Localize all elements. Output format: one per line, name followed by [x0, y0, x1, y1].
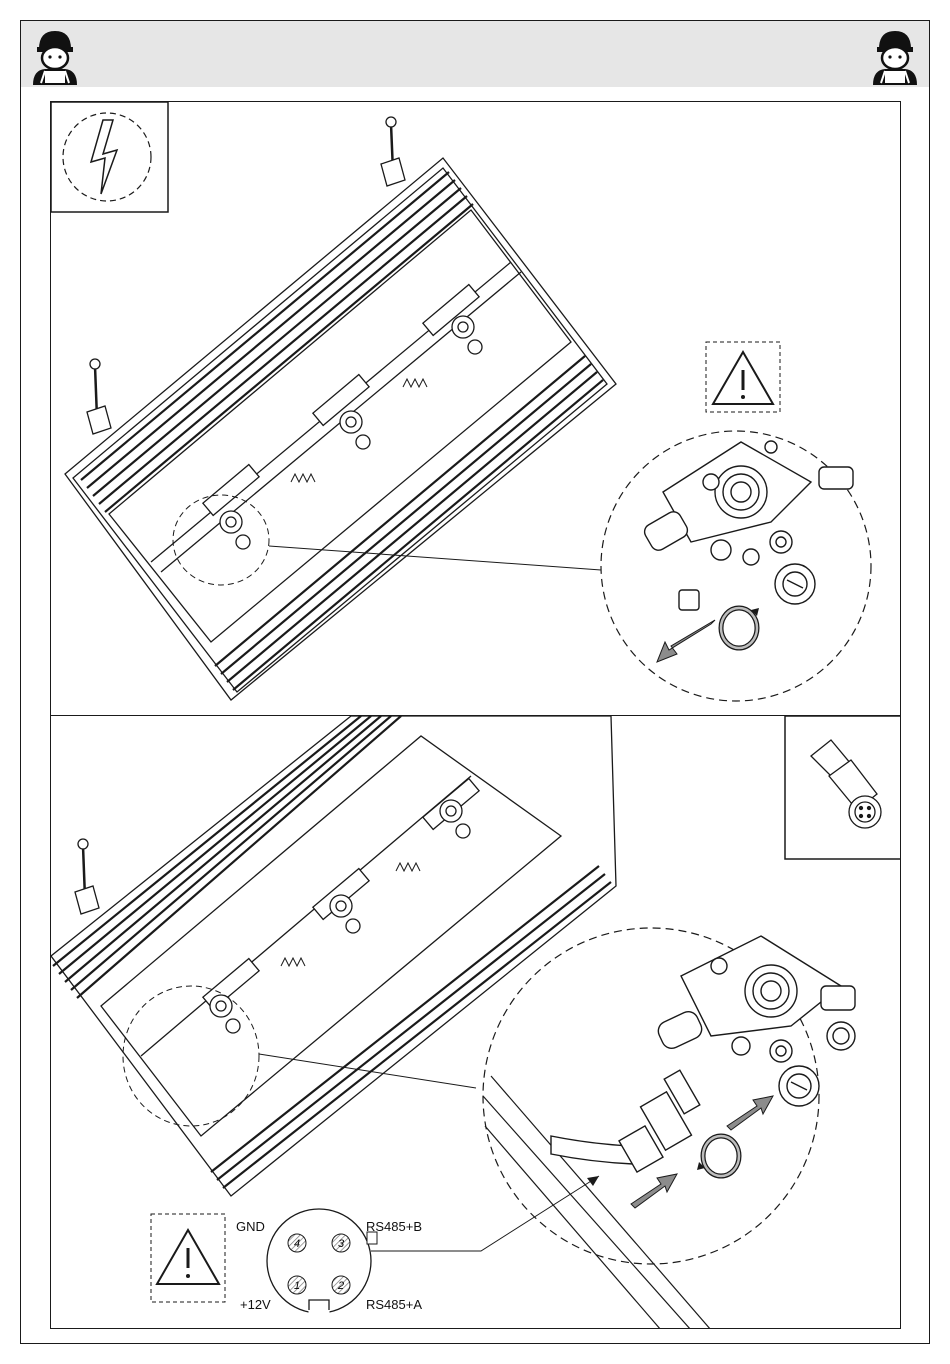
pin-label-rs485a: RS485+A [366, 1297, 422, 1312]
technician-avatar-icon [867, 25, 923, 85]
connector-pin: 1 [288, 1276, 306, 1294]
warning-triangle-icon [706, 342, 780, 412]
pin-number: 1 [294, 1280, 300, 1292]
pin-label-gnd: GND [236, 1219, 265, 1234]
lightning-hazard-icon [51, 102, 168, 212]
warning-triangle-icon [151, 1214, 225, 1302]
step-disconnect-panel [50, 101, 901, 717]
connector-pin: 4 [288, 1234, 306, 1252]
connector-pin: 3 [332, 1234, 350, 1252]
technician-avatar-icon [27, 25, 83, 85]
pin-number: 4 [294, 1238, 300, 1250]
step-connect-panel [50, 715, 901, 1329]
pin-number: 2 [337, 1280, 344, 1292]
connector-plug-icon [785, 716, 901, 859]
pin-label-rs485b: RS485+B [366, 1219, 422, 1234]
connector-pin: 2 [332, 1276, 350, 1294]
pin-number: 3 [338, 1238, 345, 1250]
header-bar [21, 21, 929, 87]
pin-grid: 4 3 1 2 [280, 1232, 360, 1312]
pin-label-12v: +12V [240, 1297, 271, 1312]
